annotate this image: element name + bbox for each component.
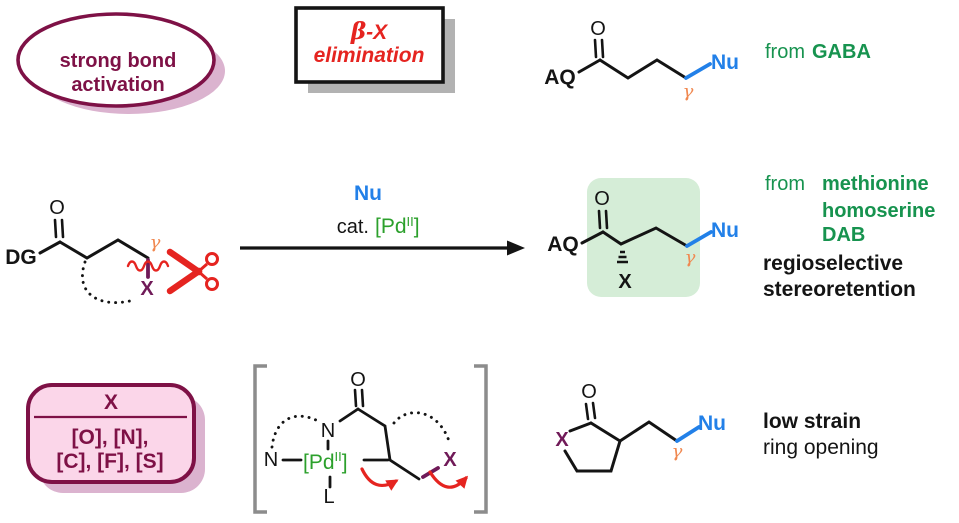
gamma-label: γ xyxy=(672,441,683,462)
note-low-strain: low strain xyxy=(763,410,861,433)
scissors-icon xyxy=(166,248,219,295)
carbonyl-double-bond xyxy=(53,218,65,239)
curved-arrow xyxy=(428,470,469,489)
chelation-arc-left xyxy=(270,414,320,449)
note-regioselective: regioselective xyxy=(763,252,903,275)
chelation-arc xyxy=(81,260,136,305)
substrate-structure: DG O γ X xyxy=(5,197,170,305)
nu-label: Nu xyxy=(711,51,739,74)
oxygen-label: O xyxy=(594,188,610,210)
bond xyxy=(580,230,605,245)
nu-bond xyxy=(675,425,701,443)
aq-label: AQ xyxy=(544,66,576,89)
chain-bonds xyxy=(601,226,689,248)
source-methionine: methionine xyxy=(822,173,929,195)
bubble-line2: activation xyxy=(71,74,164,96)
arrow-nu-label: Nu xyxy=(354,182,382,205)
x-label: X xyxy=(140,278,154,300)
arrow-head xyxy=(507,240,525,256)
amide-n-label: N xyxy=(321,420,335,442)
note-stereoretention: stereoretention xyxy=(763,278,916,301)
bubble-outline xyxy=(16,12,216,108)
highlight-box xyxy=(587,178,700,297)
curved-arrow xyxy=(360,467,399,491)
chelation-arc-right xyxy=(392,411,452,446)
right-bracket xyxy=(474,364,488,514)
x-label: X xyxy=(555,429,569,451)
ring-bonds xyxy=(563,421,622,473)
left-bracket xyxy=(253,364,267,514)
nu-label: Nu xyxy=(698,412,726,435)
scissor-blade xyxy=(166,248,203,276)
oxygen-label: O xyxy=(590,18,606,40)
carbonyl-double-bond xyxy=(353,388,365,408)
quinoline-n-label: N xyxy=(264,449,278,471)
c-n-bond xyxy=(338,407,360,423)
carbonyl-double-bond xyxy=(584,401,597,421)
hashed-wedge xyxy=(617,250,628,264)
chain-bonds xyxy=(618,420,679,443)
beta-x-elimination-box: β-X elimination xyxy=(294,6,455,93)
scissor-handle xyxy=(198,270,208,281)
gamma-label: γ xyxy=(683,81,694,102)
bubble-line1: strong bond xyxy=(60,50,177,72)
x-box-header: X xyxy=(104,391,118,414)
box-outline xyxy=(294,6,445,84)
oxygen-label: O xyxy=(49,197,65,219)
x-label: X xyxy=(443,449,457,471)
x-box-row1: [O], [N], xyxy=(72,426,149,449)
strong-bond-activation-bubble: strong bond activation xyxy=(16,12,225,114)
oxygen-label: O xyxy=(581,381,597,403)
catalyst-pd-label: [PdII] xyxy=(375,214,420,238)
source-dab: DAB xyxy=(822,224,865,246)
aq-label: AQ xyxy=(547,233,579,256)
lactone-notes: low strain ring opening xyxy=(763,410,879,459)
reaction-arrow: Nu cat. [PdII] xyxy=(240,182,525,256)
chain-bonds xyxy=(598,58,688,80)
oxygen-label: O xyxy=(350,369,366,391)
from-label: from xyxy=(765,173,805,195)
gamma-label: γ xyxy=(685,247,696,268)
elimination-label: elimination xyxy=(314,44,425,67)
pd-label: [PdII] xyxy=(303,449,348,474)
nu-label: Nu xyxy=(711,219,739,242)
product-structure: AQ O X γ Nu xyxy=(547,178,739,297)
scissor-blade xyxy=(166,267,203,295)
nu-bond xyxy=(684,62,712,80)
palladacycle-intermediate: O N N [PdII] L X xyxy=(253,364,488,514)
gamma-label: γ xyxy=(150,232,161,253)
bond xyxy=(577,58,602,74)
x-groups-box: X [O], [N], [C], [F], [S] xyxy=(26,383,205,493)
product-notes: from methionine homoserine DAB regiosele… xyxy=(763,173,935,301)
x-c-bond xyxy=(568,421,593,433)
chain-bonds xyxy=(356,407,421,481)
ligand-label: L xyxy=(323,486,334,508)
gaba-product-structure: AQ O Nu γ xyxy=(544,18,739,102)
scissor-ring xyxy=(205,277,219,291)
scissor-ring xyxy=(205,252,219,266)
dg-label: DG xyxy=(5,246,37,269)
x-box-row2: [C], [F], [S] xyxy=(56,450,163,473)
lactone-product-structure: X O γ Nu xyxy=(555,381,726,473)
beta-x-label: β-X xyxy=(350,18,389,45)
carbonyl-double-bond xyxy=(597,209,609,230)
source-homoserine: homoserine xyxy=(822,200,935,222)
note-ring-opening: ring opening xyxy=(763,436,879,459)
catalyst-prefix: cat. xyxy=(337,216,369,238)
bond xyxy=(38,240,62,255)
x-box-outline xyxy=(26,383,196,484)
carbonyl-double-bond xyxy=(593,38,605,59)
scissor-handle xyxy=(198,262,208,273)
nu-bond xyxy=(685,230,713,248)
cleavage-squiggle xyxy=(126,260,170,272)
x-label: X xyxy=(618,271,632,293)
chain-bonds xyxy=(58,238,150,260)
